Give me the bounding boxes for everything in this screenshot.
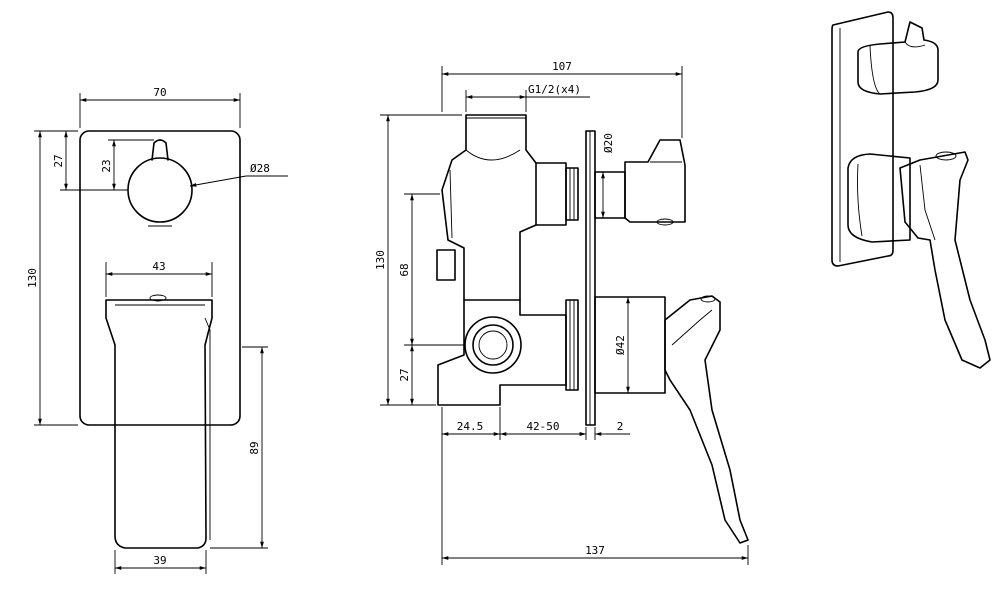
dim-side-length: 137 (585, 544, 605, 557)
dim-front-lever-length: 89 (248, 441, 261, 454)
side-diverter-knob (624, 139, 686, 223)
side-top-inlet (441, 114, 537, 301)
dim-side-body-offset: 24.5 (457, 420, 484, 433)
front-knob-tab (151, 139, 169, 161)
dim-front-lever-width: 43 (152, 260, 165, 273)
front-view: 70 130 27 23 Ø28 43 89 39 (26, 86, 288, 574)
side-wall-plate (585, 130, 596, 426)
dim-front-lever-tip: 39 (153, 554, 166, 567)
dim-front-knob-offset: 27 (52, 154, 65, 167)
front-diverter-knob (127, 157, 193, 223)
dim-side-outlet-spacing: 68 (398, 263, 411, 276)
perspective-view (831, 11, 991, 369)
perspective-mixer-body (847, 153, 911, 243)
side-lever (664, 295, 749, 544)
dim-side-diverter-diameter: Ø20 (602, 133, 615, 153)
dim-side-cartridge-diameter: Ø42 (614, 335, 627, 355)
dim-side-thread: G1/2(x4) (528, 83, 581, 96)
side-view: 107 G1/2(x4) Ø20 130 68 27 Ø42 (374, 60, 749, 565)
dim-front-knob-diameter: Ø28 (250, 162, 270, 175)
dim-side-plate-thickness: 2 (617, 420, 624, 433)
dim-side-wall-depth: 42-50 (526, 420, 559, 433)
perspective-lever (899, 151, 991, 369)
perspective-diverter-knob (857, 21, 939, 95)
front-lever (105, 299, 213, 549)
dim-side-outlet-offset: 27 (398, 368, 411, 381)
dim-front-height: 130 (26, 268, 39, 288)
dim-side-depth: 107 (552, 60, 572, 73)
front-wall-plate (79, 130, 241, 426)
dim-front-width: 70 (153, 86, 166, 99)
side-trim-cylinder (594, 296, 666, 394)
side-valve-body (437, 299, 567, 406)
dim-front-knob-center: 23 (100, 159, 113, 172)
side-outlet-port (464, 316, 522, 374)
dim-side-height: 130 (374, 250, 387, 270)
perspective-wall-plate (831, 11, 894, 267)
